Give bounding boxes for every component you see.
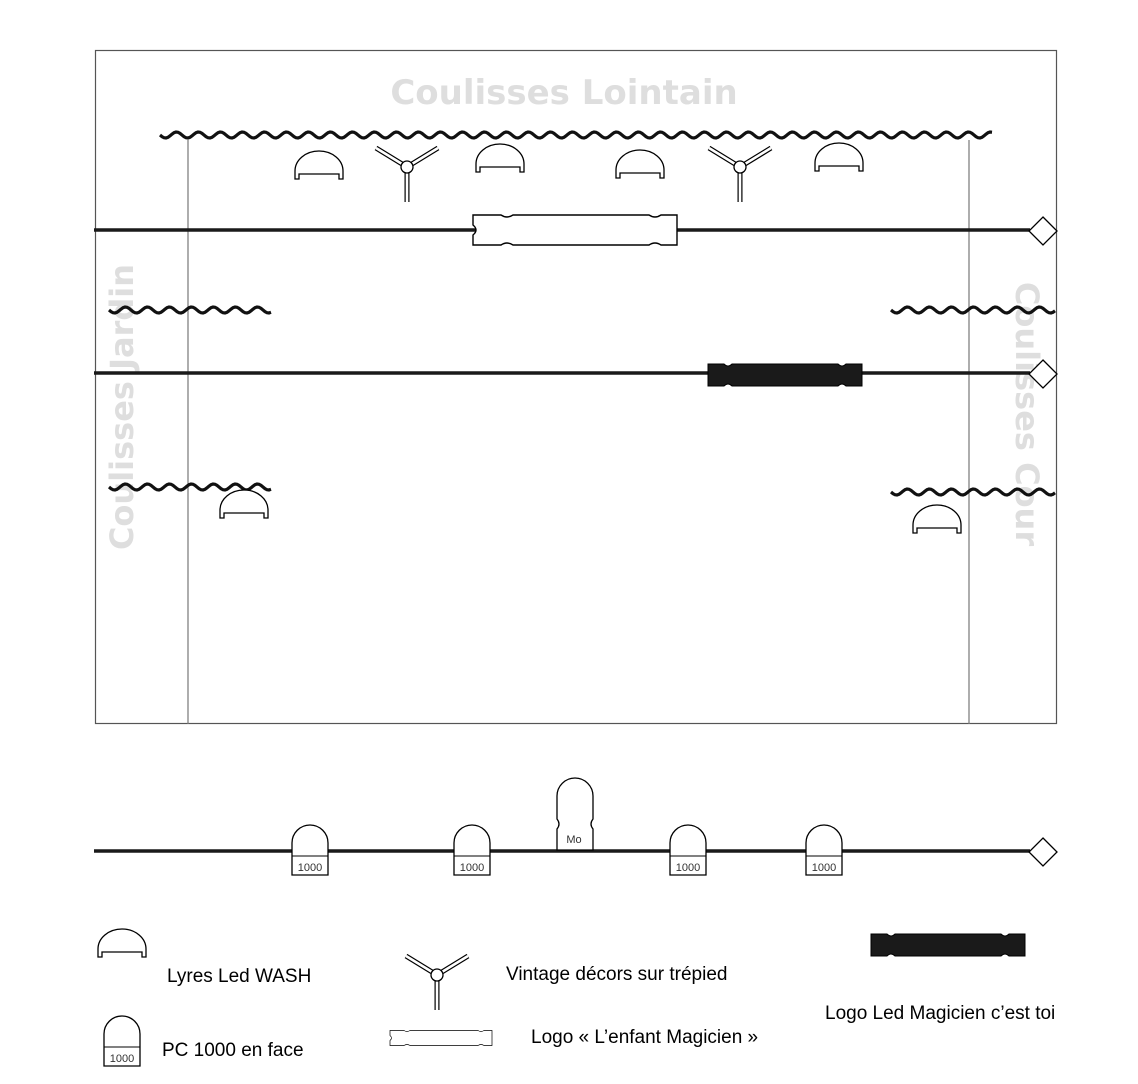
logo-led-magicien [707,363,863,387]
curtain-left-1 [107,305,272,315]
wash-light-icon [219,489,269,519]
tripod-decor-icon [376,148,438,202]
wash-light-icon [912,504,962,534]
zone-label-back: Coulisses Lointain [390,73,737,113]
curtain-right-2 [889,487,1056,497]
legend-logo-icon [389,1030,493,1046]
mo-label: Mo [566,834,581,846]
legend-wash-icon [97,928,147,958]
pc-fixture: 1000 [805,824,843,876]
legend-pc-label: PC 1000 en face [162,1040,304,1061]
pc-number: 1000 [676,862,700,874]
legend-led-logo-icon [870,933,1026,957]
wash-light-icon [615,149,665,179]
legend-tripod-label: Vintage décors sur trépied [506,964,727,985]
legend-led-logo-label: Logo Led Magicien c’est toi [825,1003,1055,1024]
curtain-back [158,130,993,140]
legend-tripod-icon [406,956,468,1010]
zone-label-right: Coulisses Cour [1008,282,1046,546]
stage-outline [94,49,1058,725]
tripod-decor-icon [709,148,771,202]
bar-end-diamond-icon [1028,837,1058,867]
pc-fixture: 1000 [291,824,329,876]
pc-number: 1000 [460,862,484,874]
logo-enfant-magicien [472,214,678,246]
curtain-left-2 [107,482,272,492]
pc-number: 1000 [298,862,322,874]
legend-pc-number: 1000 [110,1053,134,1065]
pc-fixture: 1000 [453,824,491,876]
pc-fixture: 1000 [669,824,707,876]
wash-light-icon [814,142,864,172]
wash-light-icon [294,150,344,180]
legend-pc-icon: 1000 [103,1015,141,1067]
legend-logo-label: Logo « L’enfant Magicien » [531,1027,758,1048]
pc-number: 1000 [812,862,836,874]
curtain-right-1 [889,305,1056,315]
legend-wash-label: Lyres Led WASH [167,966,311,987]
wash-light-icon [475,143,525,173]
bar-end-diamond-icon [1028,216,1058,246]
mo-fixture: Mo [556,777,594,851]
